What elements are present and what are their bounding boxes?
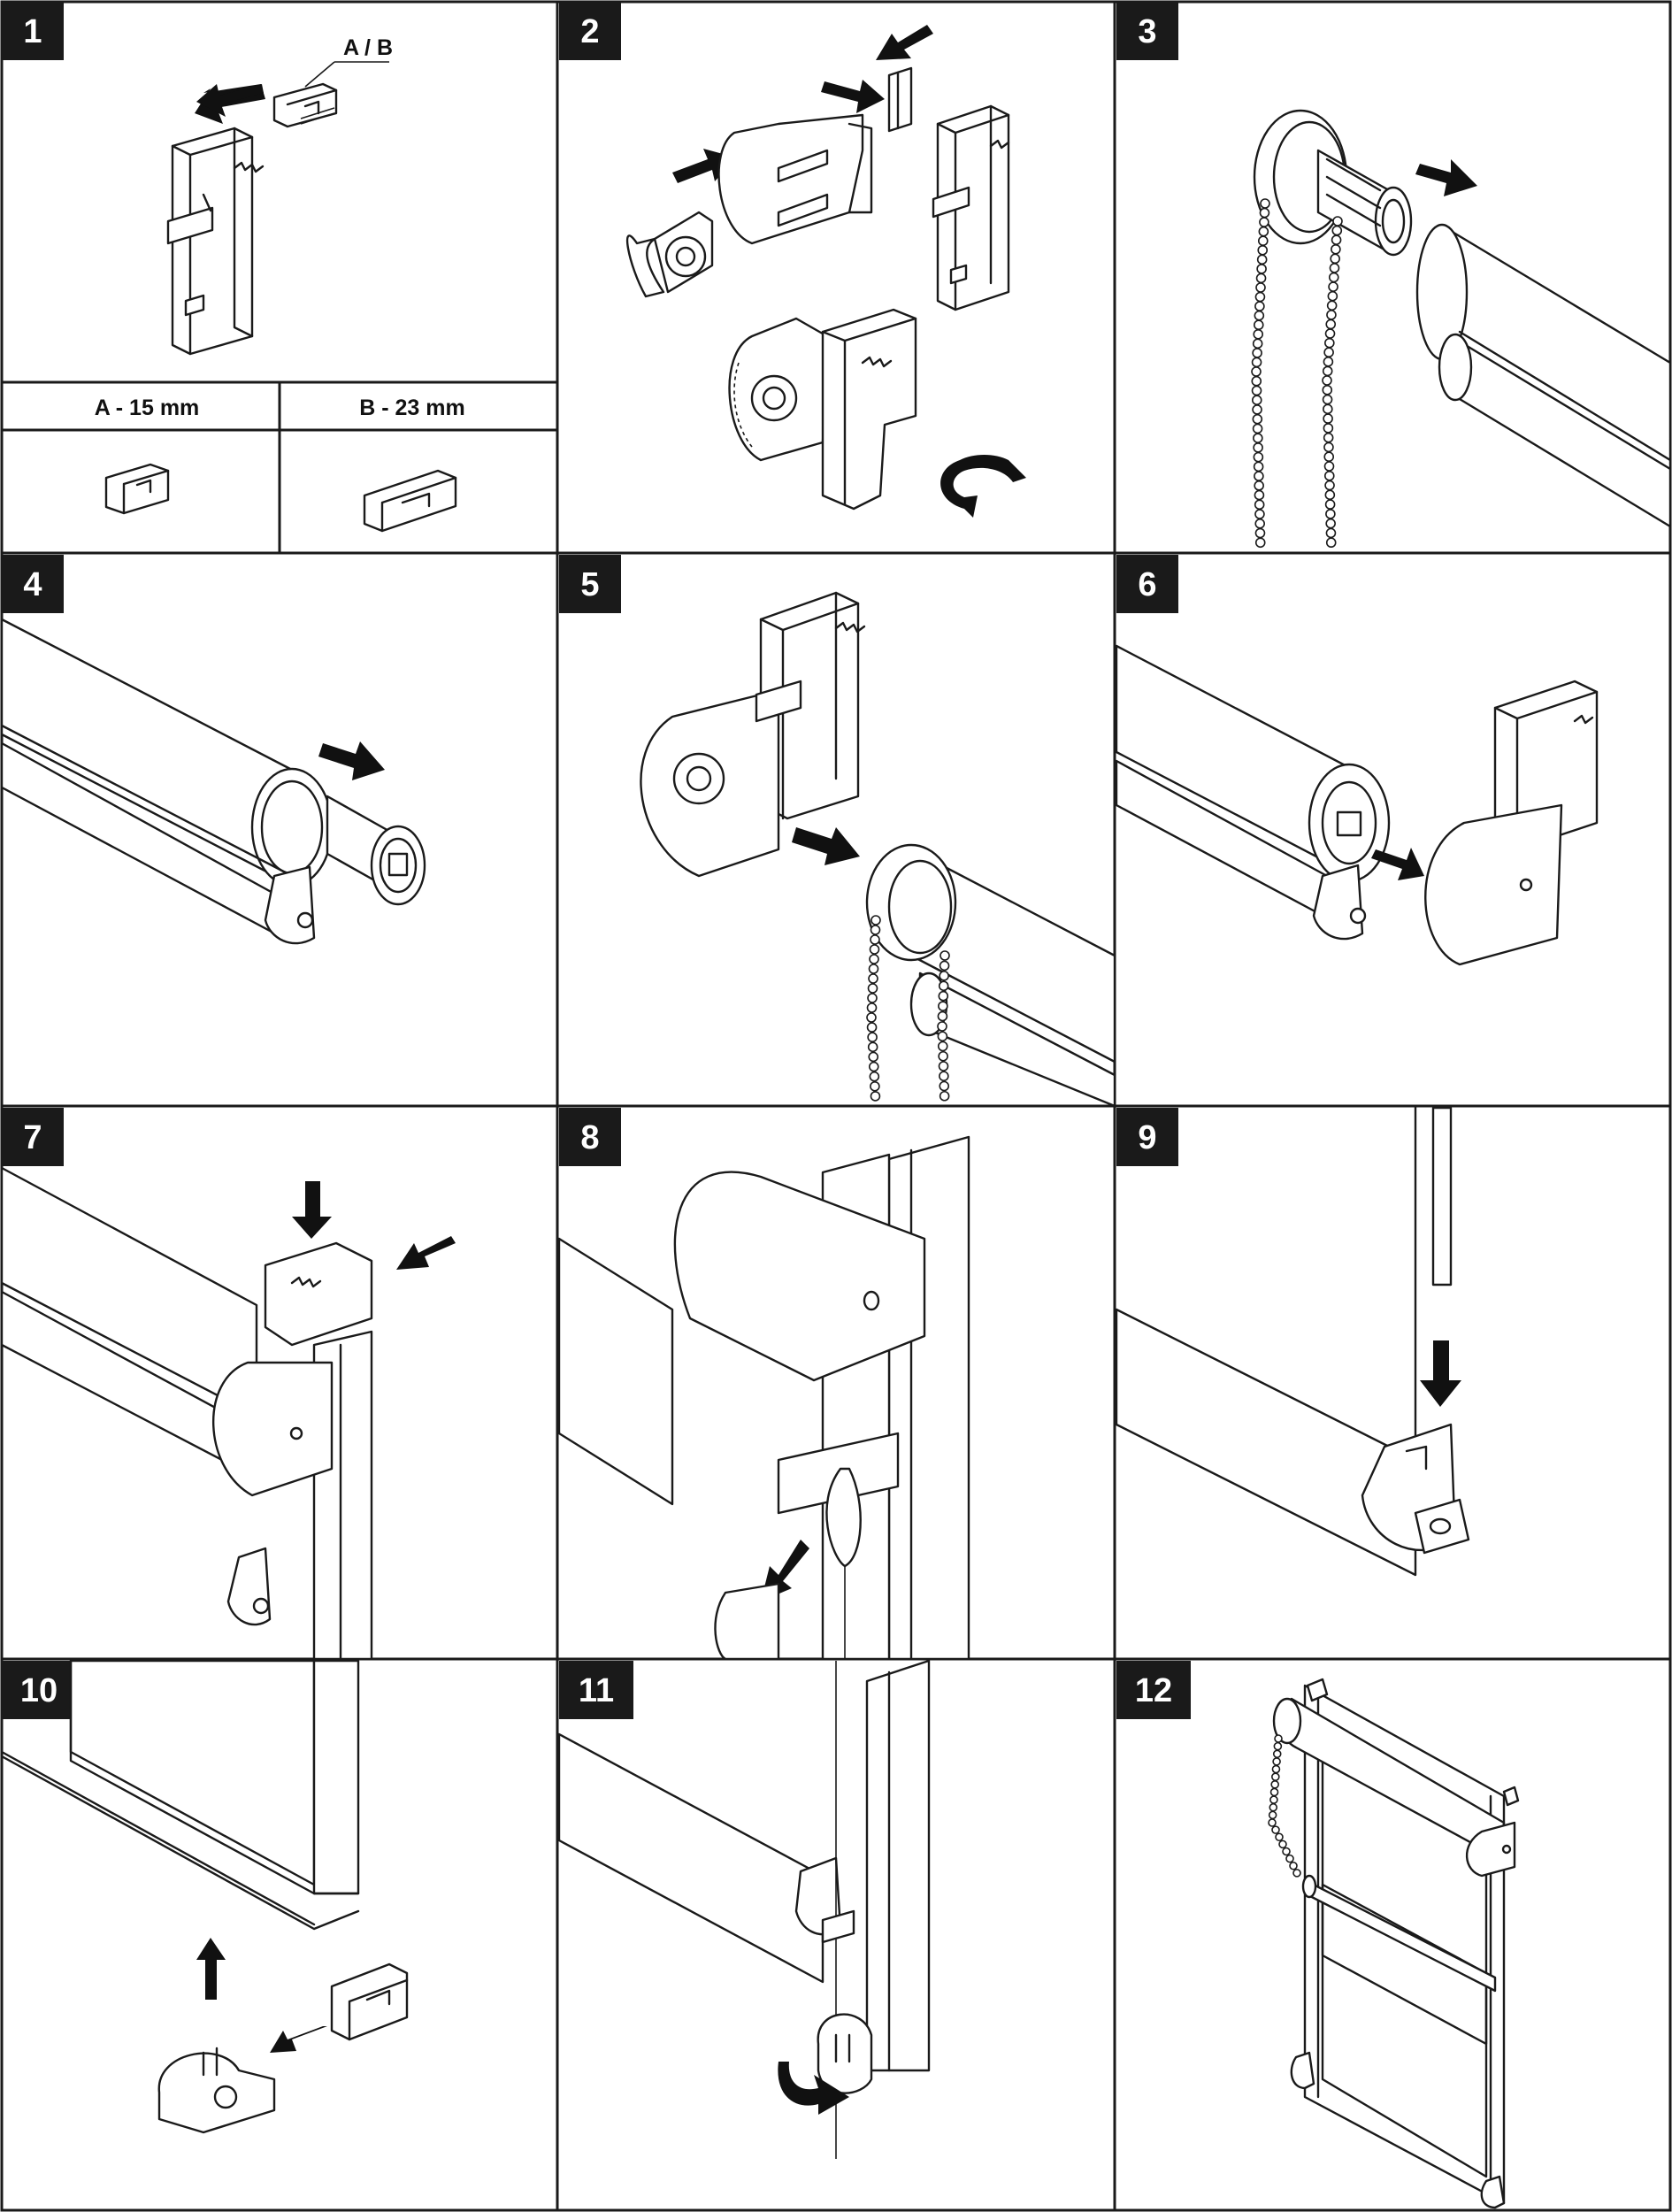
- svg-text:9: 9: [1138, 1119, 1156, 1156]
- ball-chain-panel5-b: [937, 950, 950, 1102]
- step-badge-7: 7: [2, 1108, 64, 1166]
- svg-text:4: 4: [23, 566, 42, 603]
- svg-text:1: 1: [23, 13, 42, 50]
- option-a-label: A - 15 mm: [95, 396, 200, 420]
- option-b-label: B - 23 mm: [359, 396, 464, 420]
- ball-chain-panel12: [1268, 1734, 1301, 1878]
- panel-8-safety-device: [557, 1135, 970, 1661]
- step-badge-12: 12: [1116, 1661, 1191, 1719]
- step-badge-11: 11: [559, 1661, 633, 1719]
- panel-2-control-unit: [625, 25, 1026, 518]
- panel-9-insert-cord: [1115, 1104, 1470, 1577]
- panel-12-finished-blind: [1272, 1678, 1520, 2209]
- step-badge-8: 8: [559, 1108, 621, 1166]
- step-badge-6: 6: [1116, 555, 1178, 613]
- svg-text:10: 10: [20, 1672, 58, 1709]
- svg-text:7: 7: [23, 1119, 42, 1156]
- ball-chain-panel5-a: [866, 915, 881, 1102]
- svg-text:12: 12: [1135, 1672, 1172, 1709]
- step-badge-5: 5: [559, 555, 621, 613]
- panel-5-mount-control: [640, 591, 1116, 1108]
- step-badge-3: 3: [1116, 2, 1178, 60]
- svg-text:3: 3: [1138, 13, 1156, 50]
- panel-10-bottom-holder: [0, 1659, 409, 2134]
- step-badges: 1 2 3 4 5 6 7 8 9 10 11 12: [2, 2, 1191, 1719]
- step-badge-9: 9: [1116, 1108, 1178, 1166]
- svg-text:2: 2: [580, 13, 599, 50]
- ball-chain-panel3-b: [1322, 216, 1343, 549]
- ball-chain-panel3-a: [1251, 198, 1270, 549]
- svg-text:8: 8: [580, 1119, 599, 1156]
- svg-text:5: 5: [580, 566, 599, 603]
- panel-11-attach-holder: [557, 1659, 931, 2159]
- callout-ab-label: A / B: [343, 35, 393, 60]
- panel-1-bracket-spacer: A / B A - 15 mm B - 23 mm: [95, 35, 465, 533]
- panel-7-hang-on-frame: [0, 1166, 456, 1661]
- step-badge-2: 2: [559, 2, 621, 60]
- step-badge-4: 4: [2, 555, 64, 613]
- svg-text:11: 11: [579, 1672, 614, 1709]
- step-badge-10: 10: [2, 1661, 76, 1719]
- step-badge-1: 1: [2, 2, 64, 60]
- panel-6-attach-bracket: [1115, 644, 1599, 966]
- panel-4-end-plug: [0, 618, 426, 945]
- panel-3-tube-insert: [1253, 109, 1672, 528]
- svg-text:6: 6: [1138, 566, 1156, 603]
